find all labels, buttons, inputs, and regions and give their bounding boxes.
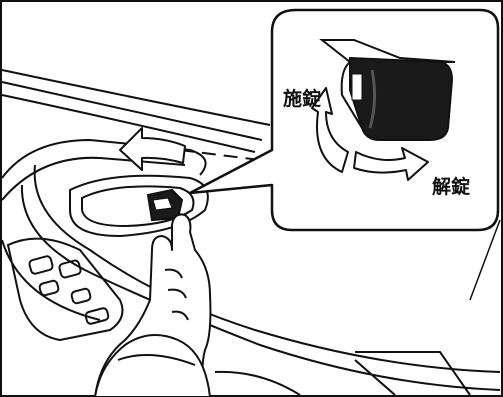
- unlock-label: 解錠: [432, 175, 470, 198]
- lock-label: 施錠: [283, 87, 321, 110]
